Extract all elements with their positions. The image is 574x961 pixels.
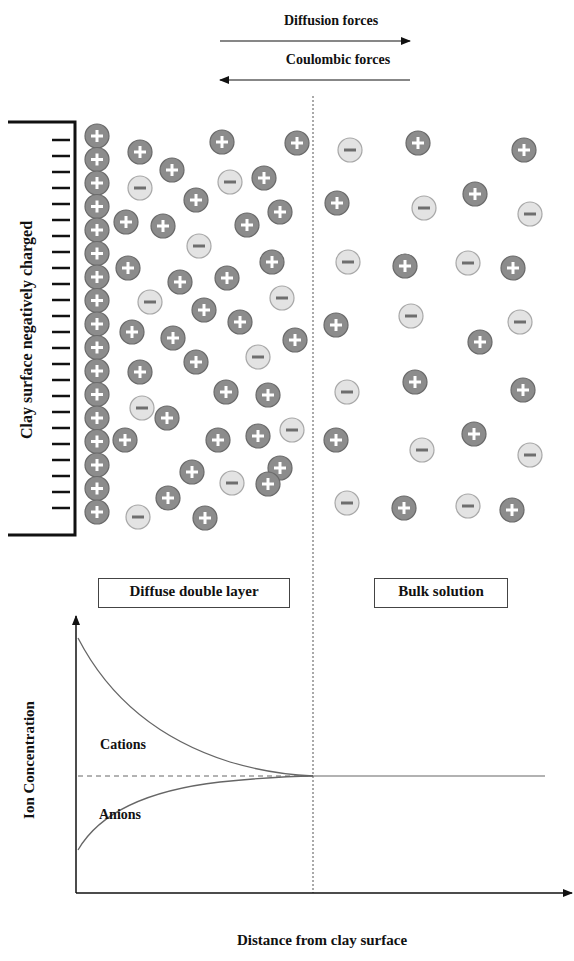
region-label-box: Bulk solution [374,578,508,608]
clay-surface [8,122,75,535]
text-label: Anions [99,807,141,823]
bulk-level-line [313,775,545,776]
anion-curve [78,776,313,850]
coulombic-arrow [220,79,410,80]
charge-ticks [52,140,70,508]
y-axis [75,616,77,893]
region-label-box: Diffuse double layer [98,578,290,608]
text-label: Cations [100,737,146,753]
diffusion-arrow [220,40,410,41]
axis-label: Ion Concentration [21,701,38,819]
boundary-line [313,96,314,893]
cation-curve [78,638,313,776]
text-label: Distance from clay surface [237,932,407,949]
axis-label: Clay surface negatively charged [18,221,36,439]
region-label: Diffuse double layer [111,583,277,600]
text-label: Diffusion forces [284,13,378,29]
ion-particles [85,124,542,530]
x-axis [76,892,572,894]
text-label: Coulombic forces [286,52,390,68]
region-label: Bulk solution [387,583,495,600]
bulk-level-dashed [78,776,313,777]
